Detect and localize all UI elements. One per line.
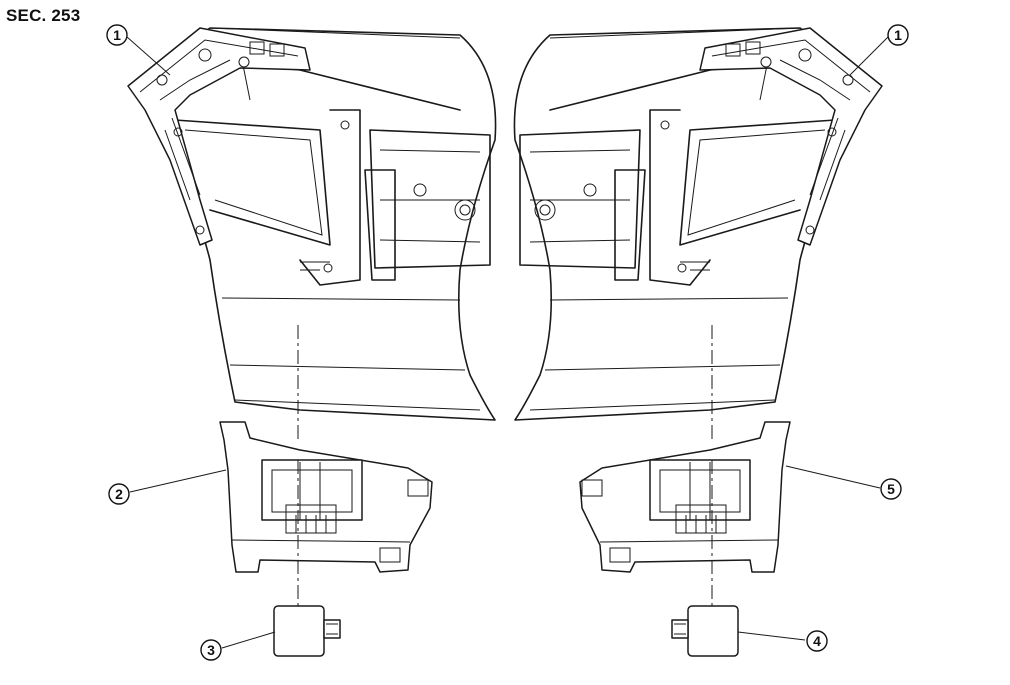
left-bumper-fascia (129, 27, 497, 421)
svg-text:1: 1 (113, 27, 121, 43)
svg-text:4: 4 (813, 633, 821, 649)
left-sensor (273, 605, 341, 657)
left-lower-bracket (219, 421, 433, 573)
right-bumper-fascia (513, 27, 881, 421)
callout-leader-5 (785, 465, 881, 489)
svg-text:2: 2 (115, 486, 123, 502)
callout-leader-2 (129, 469, 227, 493)
svg-text:3: 3 (207, 642, 215, 658)
left-corner-bracket (127, 27, 311, 246)
svg-text:5: 5 (887, 481, 895, 497)
section-label: SEC. 253 (6, 6, 81, 25)
callout-1-right: 1 (887, 24, 909, 46)
callout-leader-1-left (126, 36, 171, 76)
svg-text:1: 1 (894, 27, 902, 43)
callout-leader-1-right (849, 36, 889, 76)
callout-leader-3 (221, 631, 276, 649)
right-corner-bracket (699, 27, 883, 246)
callout-5: 5 (880, 478, 902, 500)
right-lower-bracket (579, 421, 791, 573)
callout-2: 2 (108, 483, 130, 505)
right-sensor (671, 605, 739, 657)
callout-leader-4 (737, 631, 806, 641)
callout-4: 4 (806, 630, 828, 652)
callout-3: 3 (200, 639, 222, 661)
callout-1-left: 1 (106, 24, 128, 46)
